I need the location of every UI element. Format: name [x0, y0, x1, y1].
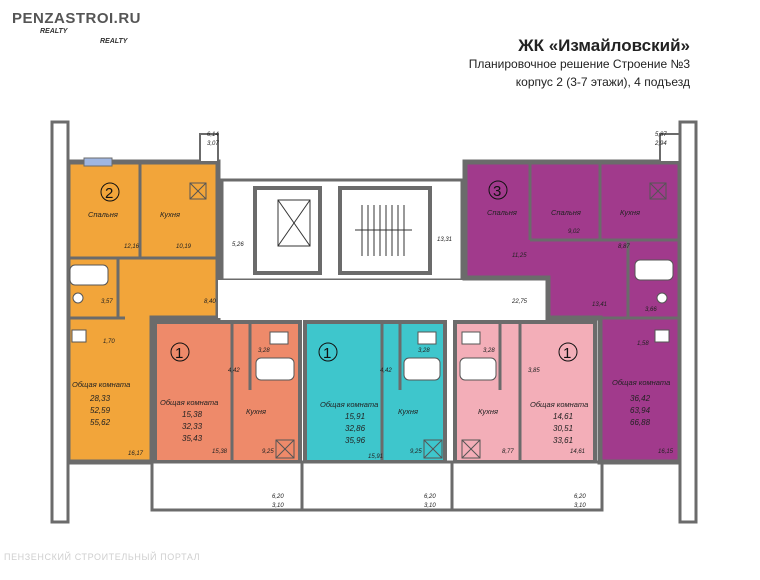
v3-bedroom1-label: Спальня	[487, 208, 517, 217]
c1-kitchen-label: Кухня	[246, 407, 266, 416]
p1-kitchen-label: Кухня	[478, 407, 498, 416]
t1-area-living: 15,91	[368, 454, 383, 460]
c1-balcony-1: 6,20	[272, 494, 284, 500]
logo-sub-2: REALTY	[100, 38, 128, 45]
c1-total-2: 32,33	[182, 422, 203, 431]
p1-living-label: Общая комната	[530, 400, 588, 409]
stair-lift-core	[220, 178, 464, 282]
p1-balcony-1: 6,20	[574, 494, 586, 500]
apartment-number-badges: 2 1 1 1 3	[100, 180, 578, 362]
a2-area-kitchen: 10,19	[176, 244, 192, 250]
p1-area-hall: 3,85	[528, 368, 540, 374]
v3-area-bedroom2: 9,02	[568, 229, 580, 235]
a2-total-1: 28,33	[89, 394, 111, 403]
v3-area-bath: 3,66	[645, 307, 657, 313]
a2-balcony-2: 3,07	[207, 141, 219, 147]
logo-sub-1: REALTY	[40, 28, 68, 35]
apartment-1-coral	[153, 320, 302, 464]
apartment-1-pink	[453, 320, 597, 464]
t1-total-3: 35,96	[345, 436, 366, 445]
p1-total-2: 30,51	[553, 424, 573, 433]
c1-total-1: 15,38	[182, 410, 203, 419]
c1-area-kitchen: 9,25	[262, 449, 274, 455]
site-logo: PENZASTROI.RU REALTY REALTY	[4, 4, 144, 46]
lift-area: 5,26	[232, 242, 244, 248]
v3-total-2: 63,94	[630, 406, 651, 415]
t1-total-1: 15,91	[345, 412, 365, 421]
corridor	[218, 280, 548, 318]
a2-balcony-1: 6,14	[207, 132, 219, 138]
a2-area-bedroom: 12,16	[124, 244, 140, 250]
t1-area-kitchen: 9,25	[410, 449, 422, 455]
page-subtitle: Планировочное решение Строение №3	[468, 57, 690, 71]
v3-bedroom2-label: Спальня	[551, 208, 581, 217]
c1-total-3: 35,43	[182, 434, 203, 443]
p1-area-living: 14,61	[570, 449, 585, 455]
v3-living-label: Общая комната	[612, 378, 670, 387]
v3-balcony-2: 2,94	[654, 141, 667, 147]
v3-area-hall: 13,41	[592, 302, 607, 308]
balcony-pink	[450, 460, 604, 512]
t1-total-2: 32,86	[345, 424, 366, 433]
coral-number: 1	[175, 345, 183, 362]
t1-balcony-1: 6,20	[424, 494, 436, 500]
a2-total-2: 52,59	[90, 406, 111, 415]
t1-area-bath: 3,28	[418, 348, 430, 354]
stair-area: 13,31	[437, 237, 452, 243]
pink-number: 1	[563, 345, 571, 362]
t1-living-label: Общая комната	[320, 400, 378, 409]
v3-kitchen-label: Кухня	[620, 208, 640, 217]
a2-area-wc: 1,70	[103, 339, 115, 345]
apartment-1-cyan	[303, 320, 447, 464]
p1-total-1: 14,61	[553, 412, 573, 421]
c1-balcony-2: 3,10	[272, 503, 284, 509]
a2-bedroom-label: Спальня	[88, 210, 118, 219]
a2-living-label: Общая комната	[72, 380, 130, 389]
p1-area-bath: 3,28	[483, 348, 495, 354]
p1-balcony-2: 3,10	[574, 503, 586, 509]
v3-area-wc: 1,58	[637, 341, 649, 347]
p1-total-3: 33,61	[553, 436, 573, 445]
a2-area-living-side: 16,17	[128, 451, 144, 457]
t1-area-hall: 4,42	[380, 368, 392, 374]
c1-area-living: 15,38	[212, 449, 228, 455]
v3-area-kitchen: 8,87	[618, 244, 630, 250]
a2-total-3: 55,62	[90, 418, 111, 427]
v3-area-bedroom1: 11,25	[512, 253, 527, 259]
c1-area-hall: 4,42	[228, 368, 240, 374]
v3-total-1: 36,42	[630, 394, 651, 403]
logo-text: PENZASTROI.RU	[12, 10, 142, 27]
a2-area-hall: 8,40	[204, 299, 216, 305]
v3-balcony-1: 5,87	[655, 132, 667, 138]
c1-living-label: Общая комната	[160, 398, 218, 407]
t1-balcony-2: 3,10	[424, 503, 436, 509]
balcony-coral	[150, 460, 304, 512]
cyan-number: 1	[323, 345, 331, 362]
page-title: ЖК «Измайловский»	[518, 36, 690, 55]
p1-area-kitchen: 8,77	[502, 449, 514, 455]
footer-watermark: ПЕНЗЕНСКИЙ СТРОИТЕЛЬНЫЙ ПОРТАЛ	[4, 552, 201, 562]
page-subtitle-2: корпус 2 (3-7 этажи), 4 подъезд	[515, 75, 690, 89]
a2-area-bath: 3,57	[101, 299, 113, 305]
c1-area-bath: 3,28	[258, 348, 270, 354]
apt3-number: 3	[493, 183, 501, 200]
apt2-number: 2	[105, 185, 113, 202]
t1-kitchen-label: Кухня	[398, 407, 418, 416]
a2-kitchen-label: Кухня	[160, 210, 180, 219]
corridor-area: 22,75	[511, 299, 528, 305]
v3-total-3: 66,88	[630, 418, 651, 427]
v3-area-living-side: 16,15	[658, 449, 674, 455]
